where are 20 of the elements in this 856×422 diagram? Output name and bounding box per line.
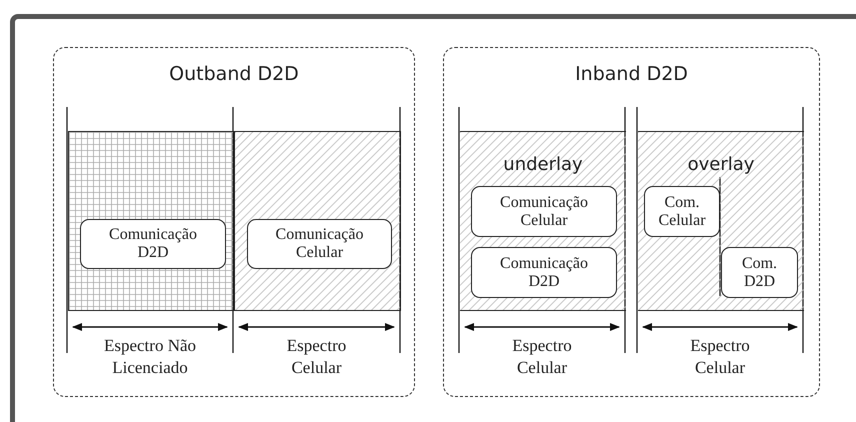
hatched-spectrum-band [638,131,804,311]
group-title: Inband D2D [575,63,688,85]
spectrum-label: Espectro Celular [511,335,573,379]
hatched-spectrum-band [234,131,401,311]
band-label: underlay [503,154,583,175]
band-label: overlay [688,154,754,175]
message-box: Com. Celular [644,186,720,237]
group-title: Outband D2D [169,63,299,85]
message-box: Comunicação D2D [80,219,226,269]
message-box: Com. D2D [721,247,798,298]
message-box: Comunicação Celular [471,186,617,237]
dashed-group-frame [53,47,415,397]
spectrum-label: Espectro Celular [689,335,751,379]
hatched-spectrum-band [68,131,234,311]
spectrum-label: Espectro Não Licenciado [102,335,198,379]
dashed-group-frame [443,47,820,397]
message-box: Comunicação D2D [471,247,617,298]
spectrum-label: Espectro Celular [286,335,348,379]
message-box: Comunicação Celular [247,219,392,269]
hatched-spectrum-band [460,131,626,311]
